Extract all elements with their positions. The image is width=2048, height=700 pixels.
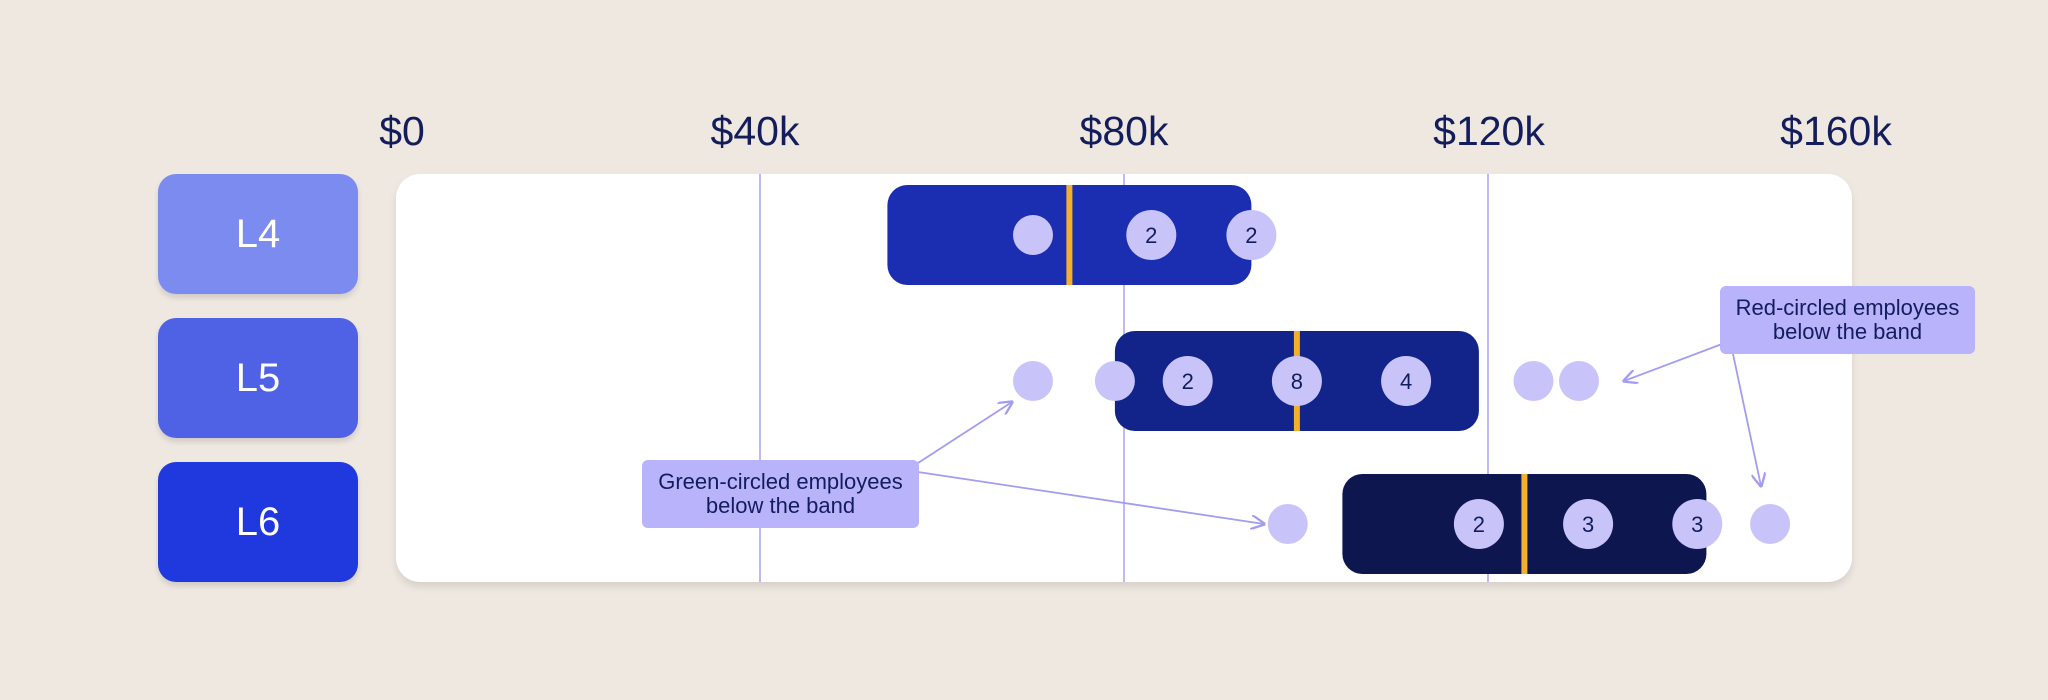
- level-label-l6: L6: [158, 462, 358, 582]
- x-tick-label: $120k: [1433, 108, 1545, 154]
- x-tick-label: $160k: [1780, 108, 1892, 154]
- plot-area: [396, 174, 1852, 582]
- annotation-red-circled: Red-circled employees below the band: [1720, 286, 1975, 354]
- x-tick-label: $80k: [1079, 108, 1169, 154]
- annotation-green-circled: Green-circled employees below the band: [642, 460, 919, 528]
- x-tick-label: $40k: [710, 108, 800, 154]
- level-label-l5: L5: [158, 318, 358, 438]
- level-label-l4: L4: [158, 174, 358, 294]
- x-tick-label: $0: [379, 108, 425, 154]
